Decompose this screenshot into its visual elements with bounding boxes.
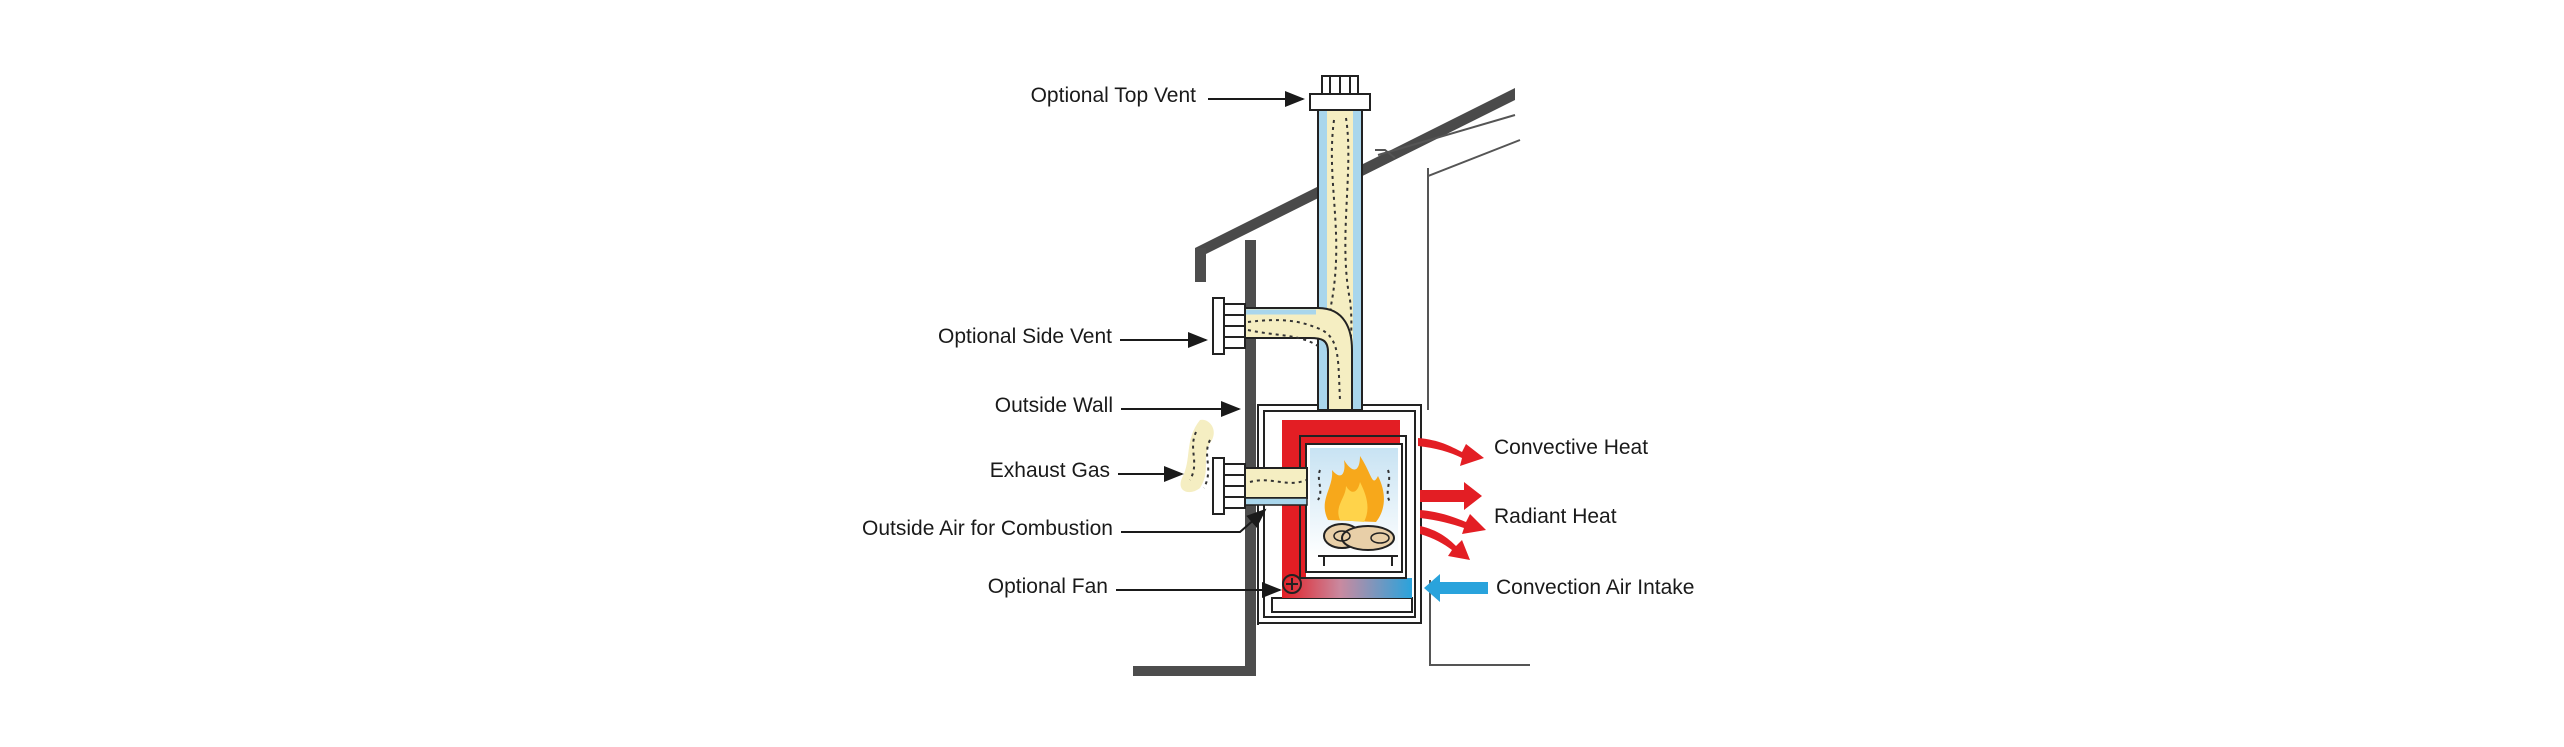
side-vent-elbow bbox=[1244, 307, 1353, 411]
label-fan: Optional Fan bbox=[988, 575, 1108, 598]
label-convection-intake: Convection Air Intake bbox=[1496, 576, 1694, 599]
label-convective-heat: Convective Heat bbox=[1494, 436, 1648, 459]
leader-lines bbox=[1116, 91, 1305, 598]
labels: Optional Top Vent Optional Side Vent Out… bbox=[862, 84, 1694, 599]
lower-direct-vent bbox=[1212, 457, 1308, 515]
roof bbox=[1195, 88, 1515, 281]
convection-intake-arrow bbox=[1424, 574, 1488, 602]
interior-wall-outline bbox=[1375, 114, 1530, 666]
label-outside-air: Outside Air for Combustion bbox=[862, 517, 1113, 540]
fan-icon bbox=[1282, 574, 1302, 594]
label-exhaust-gas: Exhaust Gas bbox=[990, 459, 1110, 482]
label-outside-wall: Outside Wall bbox=[995, 394, 1113, 417]
side-vent-cap bbox=[1212, 297, 1246, 355]
top-vent-cap bbox=[1309, 75, 1371, 111]
fire-and-logs bbox=[1317, 456, 1398, 566]
radiant-heat-arrows bbox=[1420, 482, 1486, 560]
label-side-vent: Optional Side Vent bbox=[938, 325, 1112, 348]
outside-wall bbox=[1133, 240, 1256, 676]
convective-heat-arrow bbox=[1418, 438, 1484, 466]
label-top-vent: Optional Top Vent bbox=[1031, 84, 1197, 107]
label-radiant-heat: Radiant Heat bbox=[1494, 505, 1617, 528]
exhaust-plume bbox=[1180, 419, 1214, 493]
